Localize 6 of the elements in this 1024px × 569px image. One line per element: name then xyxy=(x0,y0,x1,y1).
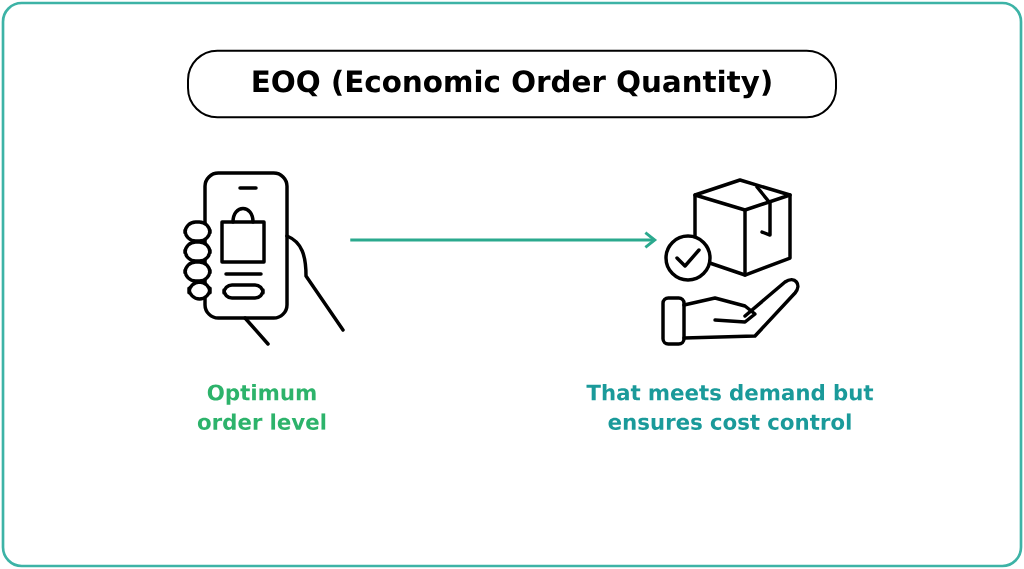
caption-text: That meets demand but ensures cost control xyxy=(586,384,874,430)
package-drawing xyxy=(661,178,800,346)
title-box: EOQ (Economic Order Quantity) xyxy=(187,49,837,119)
arrow xyxy=(350,231,658,249)
caption-text: Optimum order level xyxy=(197,384,326,430)
phone-drawing xyxy=(183,171,345,346)
